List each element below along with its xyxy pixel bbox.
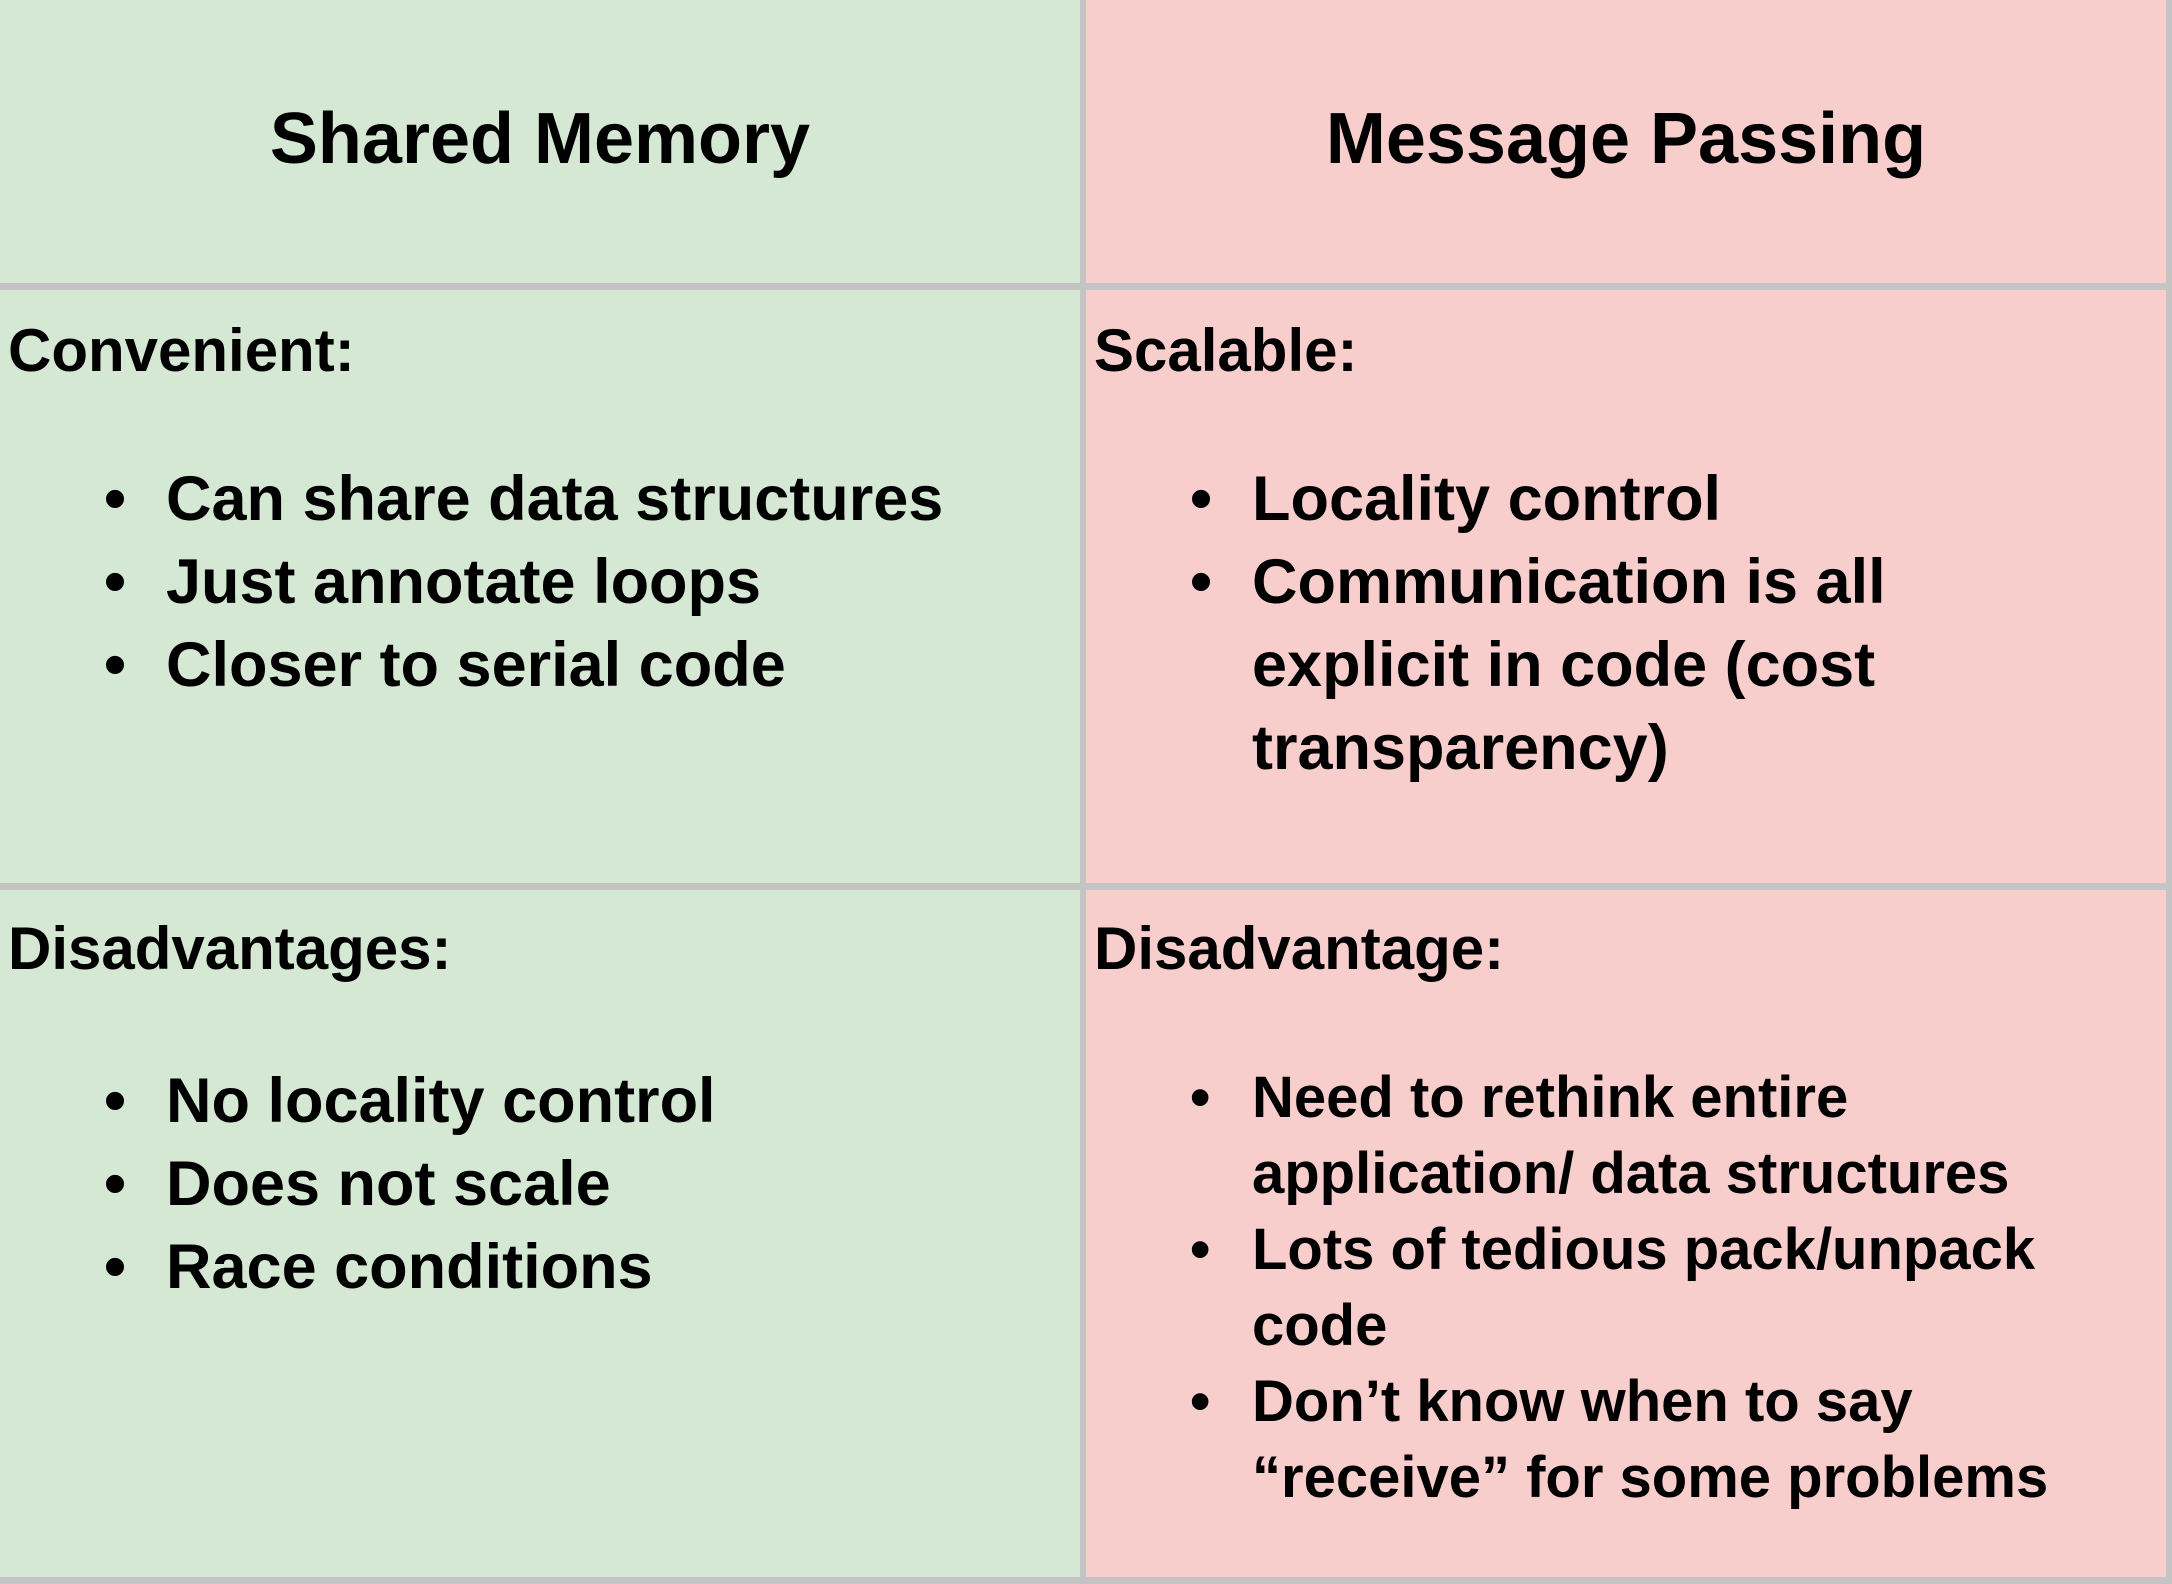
list-item: •Need to rethink entire application/ dat… <box>1178 1060 2168 1212</box>
message-passing-title: Message Passing <box>1325 99 1927 179</box>
bullet-icon: • <box>1190 464 1213 534</box>
shared-memory-header-cell: Shared Memory <box>0 0 1086 290</box>
shared-memory-disadvantages-label: Disadvantages: <box>8 915 452 982</box>
shared-memory-advantages-label: Convenient: <box>8 317 355 384</box>
list-item: •Locality control <box>1178 458 2078 541</box>
shared-memory-title: Shared Memory <box>269 99 811 179</box>
bullet-icon: • <box>104 464 127 534</box>
list-item: •Communication is all explicit in code (… <box>1178 541 2078 790</box>
message-passing-header-cell: Message Passing <box>1086 0 2172 290</box>
shared-memory-disadvantages-list: •No locality control •Does not scale •Ra… <box>92 1060 1072 1309</box>
list-item: •Don’t know when to say “receive” for so… <box>1178 1364 2168 1516</box>
bullet-icon: • <box>104 1149 127 1219</box>
list-item: •Does not scale <box>92 1143 1072 1226</box>
bullet-icon: • <box>104 630 127 700</box>
bullet-icon: • <box>104 547 127 617</box>
list-item: •Just annotate loops <box>92 541 1072 624</box>
list-item: •Lots of tedious pack/unpack code <box>1178 1212 2168 1364</box>
list-item: •No locality control <box>92 1060 1072 1143</box>
bullet-icon: • <box>1190 1217 1211 1282</box>
list-item: •Closer to serial code <box>92 624 1072 707</box>
shared-memory-advantages-list: •Can share data structures •Just annotat… <box>92 458 1072 707</box>
message-passing-advantages-list: •Locality control •Communication is all … <box>1178 458 2078 790</box>
shared-memory-advantages-cell: Convenient: •Can share data structures •… <box>0 290 1086 890</box>
message-passing-disadvantages-label: Disadvantage: <box>1094 915 1505 982</box>
bullet-icon: • <box>104 1232 127 1302</box>
shared-memory-disadvantages-cell: Disadvantages: •No locality control •Doe… <box>0 890 1086 1584</box>
message-passing-advantages-label: Scalable: <box>1094 317 1358 384</box>
list-item: •Race conditions <box>92 1226 1072 1309</box>
bullet-icon: • <box>1190 547 1213 617</box>
message-passing-disadvantages-cell: Disadvantage: •Need to rethink entire ap… <box>1086 890 2172 1584</box>
bullet-icon: • <box>1190 1065 1211 1130</box>
bullet-icon: • <box>104 1066 127 1136</box>
list-item: •Can share data structures <box>92 458 1072 541</box>
message-passing-advantages-cell: Scalable: •Locality control •Communicati… <box>1086 290 2172 890</box>
message-passing-disadvantages-list: •Need to rethink entire application/ dat… <box>1178 1060 2168 1516</box>
bullet-icon: • <box>1190 1369 1211 1434</box>
